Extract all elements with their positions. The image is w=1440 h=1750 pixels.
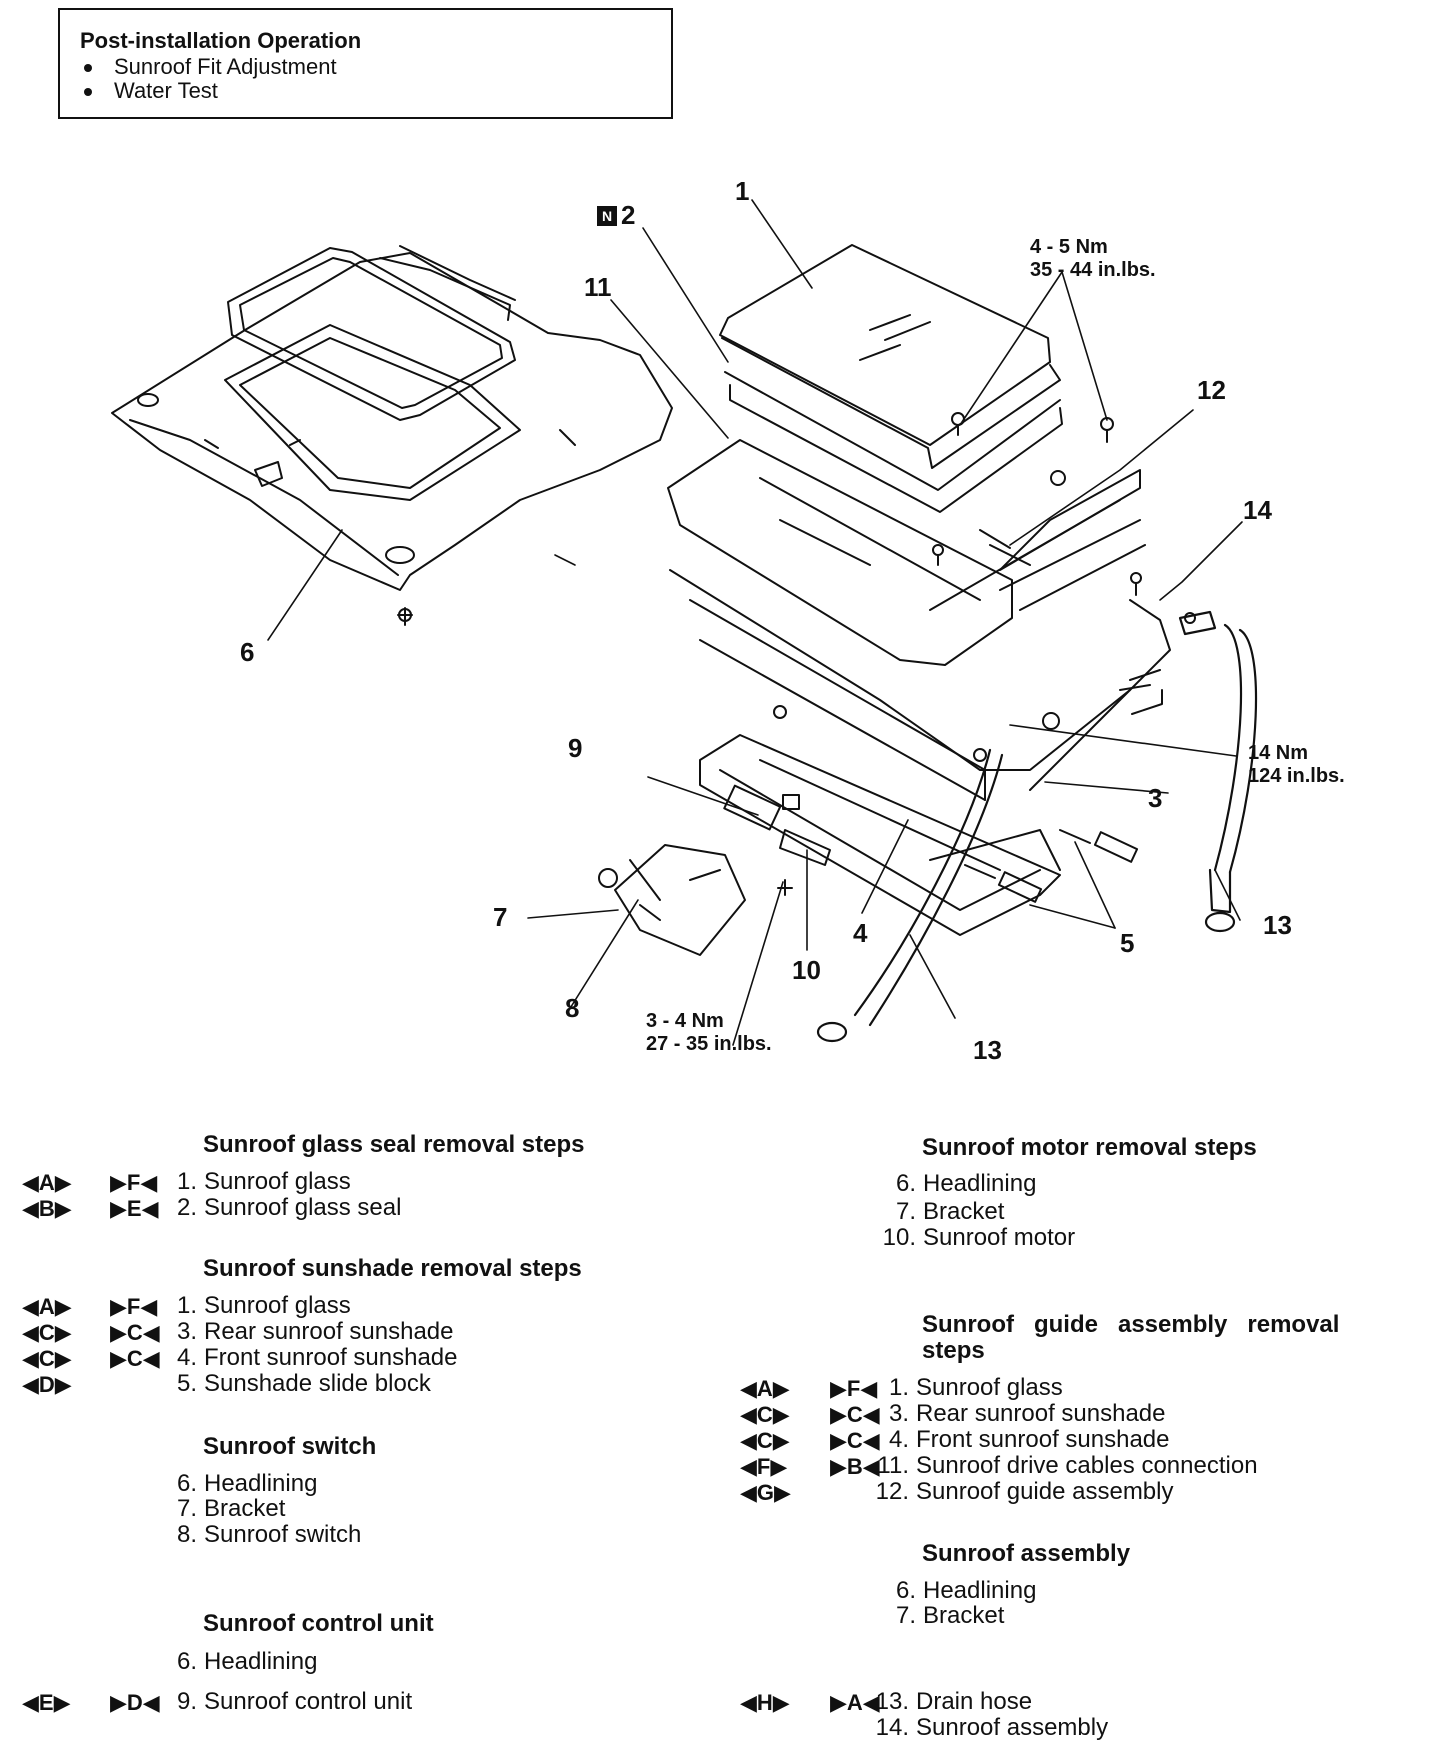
symbol-install-point: ▶C◀ — [110, 1346, 160, 1371]
bracket-drawing — [598, 829, 831, 956]
leader-lines — [267, 199, 1243, 1046]
symbol-service-point: ◀G▶ — [740, 1480, 791, 1505]
callout-10: 10 — [792, 955, 821, 985]
step-item: 14.Sunroof assembly — [875, 1714, 1109, 1741]
sunroof-exploded-diagram — [111, 199, 1258, 1046]
step-item: 6.Headlining — [895, 1170, 1037, 1197]
bullet-icon — [84, 88, 92, 97]
symbol-service-point: ◀C▶ — [22, 1320, 72, 1345]
symbol-install-point: ▶E◀ — [110, 1196, 159, 1221]
callout-13-right: 13 — [1263, 910, 1292, 940]
n-badge-icon: N — [597, 206, 617, 226]
callout-3: 3 — [1148, 783, 1163, 813]
symbol-service-point: ◀D▶ — [22, 1372, 72, 1397]
callout-13-bottom: 13 — [973, 1035, 1002, 1065]
step-item: 11.Sunroof drive cables connection — [877, 1452, 1258, 1479]
symbol-install-point: ▶F◀ — [110, 1294, 158, 1319]
step-item: 9.Sunroof control unit — [176, 1688, 413, 1715]
section-title-guide: Sunroof guide assembly removal — [922, 1311, 1340, 1338]
step-item: 4.Front sunroof sunshade — [888, 1426, 1170, 1453]
section-title-sunshade: Sunroof sunshade removal steps — [203, 1255, 582, 1282]
symbol-install-point: ▶B◀ — [830, 1454, 880, 1479]
callout-12: 12 — [1197, 375, 1226, 405]
section-title-guide-cont: steps — [922, 1337, 985, 1364]
section-title-glass-seal: Sunroof glass seal removal steps — [203, 1131, 585, 1158]
step-item: 3.Rear sunroof sunshade — [176, 1318, 454, 1345]
symbol-service-point: ◀A▶ — [22, 1170, 72, 1195]
section-title-control-unit: Sunroof control unit — [203, 1610, 434, 1637]
callout-8: 8 — [565, 993, 580, 1023]
torque-spec-glass: 4 - 5 Nm 35 - 44 in.lbs. — [1030, 236, 1156, 281]
sunroof-glass-drawing — [719, 244, 1063, 513]
callout-6: 6 — [240, 637, 255, 667]
callout-9: 9 — [568, 733, 583, 763]
lower-frame-drawing — [699, 734, 1061, 936]
symbol-service-point: ◀B▶ — [22, 1196, 72, 1221]
symbol-install-point: ▶C◀ — [830, 1402, 880, 1427]
post-installation-item: Sunroof Fit Adjustment — [84, 54, 337, 80]
step-item: 6.Headlining — [176, 1648, 318, 1675]
step-item: 1.Sunroof glass — [176, 1292, 351, 1319]
drain-hose-drawing — [816, 610, 1258, 1043]
symbol-install-point: ▶F◀ — [110, 1170, 158, 1195]
symbol-install-point: ▶C◀ — [830, 1428, 880, 1453]
bullet-icon — [84, 64, 92, 73]
step-item: 4.Front sunroof sunshade — [176, 1344, 458, 1371]
step-item: 6.Headlining — [176, 1470, 318, 1497]
step-item: 7.Bracket — [176, 1495, 286, 1522]
step-item: 13.Drain hose — [875, 1688, 1033, 1715]
step-item: 10.Sunroof motor — [882, 1224, 1076, 1251]
slide-block-drawing — [964, 669, 1163, 903]
sunshade-drawing — [667, 439, 1013, 666]
callout-14: 14 — [1243, 495, 1272, 525]
symbol-service-point: ◀A▶ — [740, 1376, 790, 1401]
section-title-assembly: Sunroof assembly — [922, 1540, 1131, 1567]
fastener-drawing — [773, 412, 1196, 762]
symbol-install-point: ▶F◀ — [830, 1376, 878, 1401]
symbol-install-point: ▶A◀ — [830, 1690, 880, 1715]
callout-4: 4 — [853, 918, 868, 948]
step-item: 1.Sunroof glass — [176, 1168, 351, 1195]
symbol-install-point: ▶C◀ — [110, 1320, 160, 1345]
headlining-drawing — [111, 245, 673, 626]
step-item: 3.Rear sunroof sunshade — [888, 1400, 1166, 1427]
step-item: 5.Sunshade slide block — [176, 1370, 431, 1397]
post-installation-title: Post-installation Operation — [80, 28, 362, 53]
step-item: 6.Headlining — [895, 1577, 1037, 1604]
step-item: 8.Sunroof switch — [176, 1521, 362, 1548]
torque-spec-bracket: 3 - 4 Nm 27 - 35 in.lbs. — [646, 1010, 772, 1055]
step-item: 7.Bracket — [895, 1602, 1005, 1629]
callout-11: 11 — [584, 272, 612, 302]
torque-spec-frame: 14 Nm 124 in.lbs. — [1248, 742, 1345, 787]
symbol-service-point: ◀A▶ — [22, 1294, 72, 1319]
symbol-install-point: ▶D◀ — [110, 1690, 160, 1715]
symbol-service-point: ◀C▶ — [22, 1346, 72, 1371]
section-title-motor: Sunroof motor removal steps — [922, 1134, 1257, 1161]
symbol-service-point: ◀H▶ — [740, 1690, 790, 1715]
step-item: 1.Sunroof glass — [888, 1374, 1063, 1401]
callout-1: 1 — [735, 176, 750, 206]
step-item: 12.Sunroof guide assembly — [875, 1478, 1174, 1505]
symbol-service-point: ◀F▶ — [740, 1454, 788, 1479]
step-item: 7.Bracket — [895, 1198, 1005, 1225]
sunroof-frame-drawing — [669, 469, 1171, 801]
step-item: 2.Sunroof glass seal — [176, 1194, 402, 1221]
symbol-service-point: ◀E▶ — [22, 1690, 71, 1715]
post-installation-item: Water Test — [84, 78, 218, 104]
post-installation-box: Post-installation Operation Sunroof Fit … — [58, 8, 673, 119]
callout-7: 7 — [493, 902, 508, 932]
symbol-service-point: ◀C▶ — [740, 1428, 790, 1453]
section-title-switch: Sunroof switch — [203, 1433, 377, 1460]
callout-5: 5 — [1120, 928, 1135, 958]
symbol-service-point: ◀C▶ — [740, 1402, 790, 1427]
